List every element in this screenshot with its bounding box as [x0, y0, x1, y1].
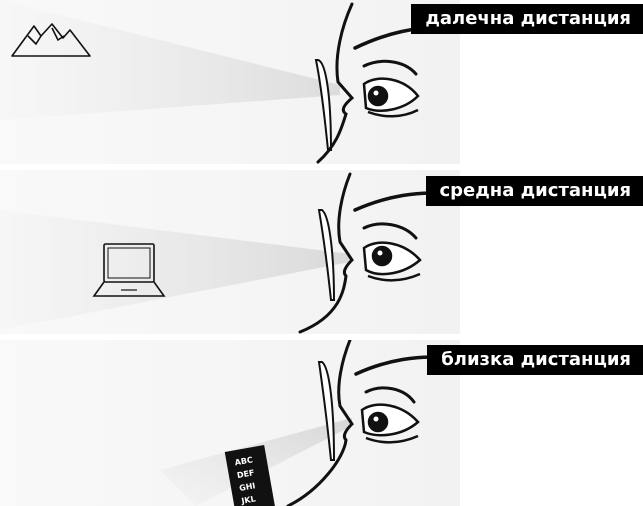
panel-far-distance: далечна дистанция — [0, 0, 643, 164]
lens-icon — [317, 209, 336, 301]
near-distance-illustration: ABC DEF GHI JKL — [0, 340, 462, 506]
vision-beam — [0, 0, 340, 120]
eye-icon — [360, 403, 420, 444]
mountain-icon — [11, 23, 91, 57]
lens-icon — [317, 361, 336, 461]
middle-distance-illustration — [0, 170, 462, 334]
reading-card-line: ABC — [234, 455, 254, 467]
middle-distance-label: средна дистанция — [425, 176, 643, 206]
laptop-icon — [92, 243, 166, 297]
reading-card-line: DEF — [236, 468, 255, 480]
panel-near-distance: ABC DEF GHI JKL близка дистанция — [0, 340, 643, 506]
reading-card-line: JKL — [240, 494, 257, 506]
eye-icon — [362, 241, 422, 282]
panel-middle-distance: средна дистанция — [0, 170, 643, 334]
vision-beam — [0, 210, 350, 330]
near-distance-label: близка дистанция — [427, 345, 643, 375]
far-distance-illustration — [0, 0, 462, 164]
reading-card-icon: ABC DEF GHI JKL — [224, 445, 275, 506]
reading-card-line: GHI — [239, 481, 257, 493]
far-distance-label: далечна дистанция — [411, 4, 643, 34]
eye-icon — [362, 77, 420, 118]
